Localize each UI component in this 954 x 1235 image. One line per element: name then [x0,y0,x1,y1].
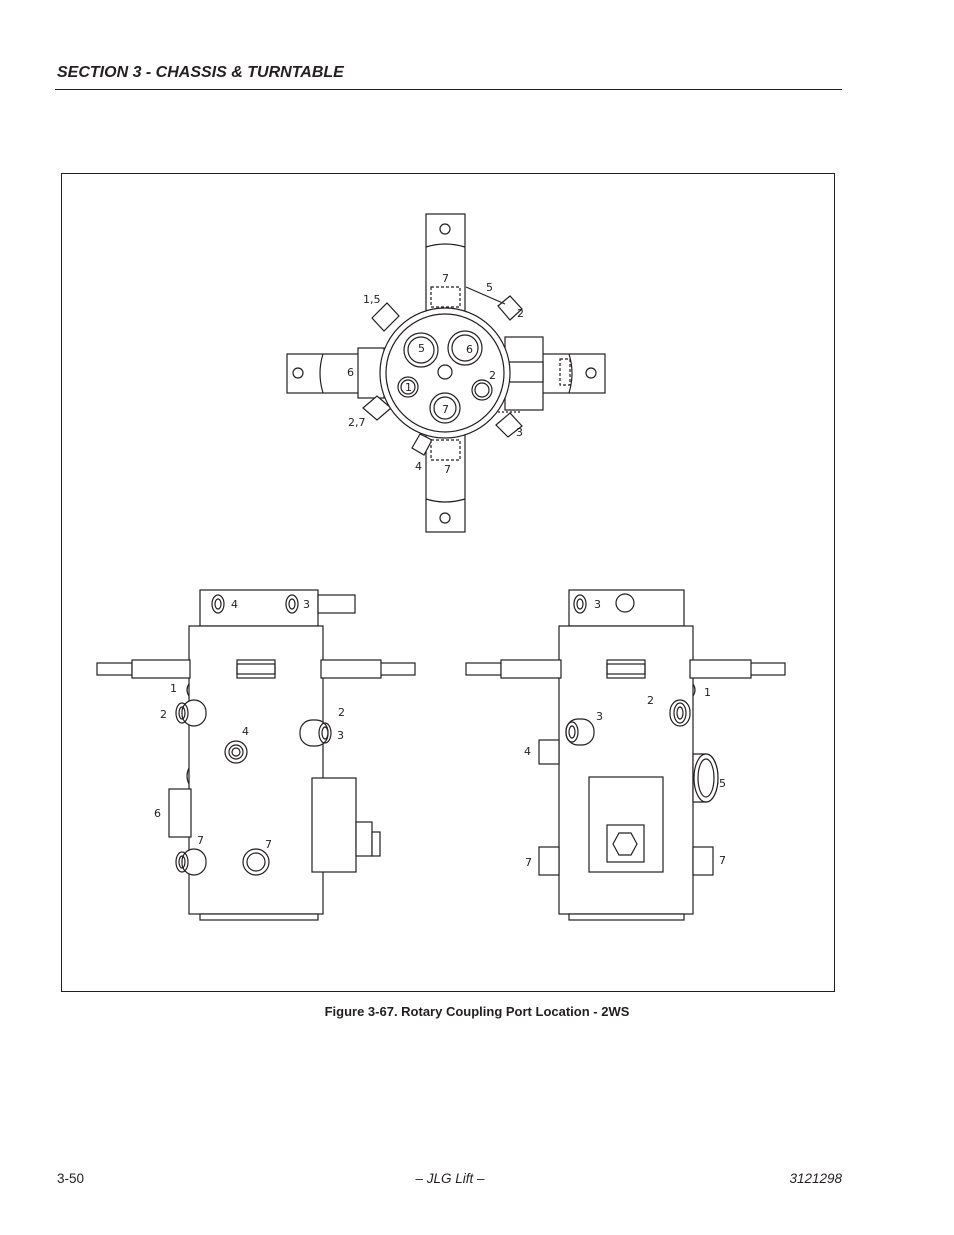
top-label: 5 [486,281,493,294]
left-label: 4 [231,598,238,611]
section-title: SECTION 3 - CHASSIS & TURNTABLE [57,64,344,81]
top-label: 1 [405,381,412,394]
port-labels: 7 5 1,5 2 6 5 6 2 1 7 2,7 3 4 7 4 3 1 2 … [154,272,726,869]
top-label: 5 [418,342,425,355]
left-label: 3 [303,598,310,611]
top-label: 2 [517,307,524,320]
page-number: 3-50 [57,1171,85,1186]
left-label: 3 [337,729,344,742]
figure-frame [61,173,835,992]
right-label: 7 [719,854,726,867]
right-label: 5 [719,777,726,790]
top-label: 4 [415,460,422,473]
left-label: 4 [242,725,249,738]
right-label: 2 [647,694,654,707]
left-label: 7 [197,834,204,847]
top-label: 7 [442,403,449,416]
left-label: 1 [170,682,177,695]
top-label: 6 [466,343,473,356]
top-label: 3 [516,426,523,439]
left-label: 7 [265,838,272,851]
footer-center-text: – JLG Lift – [415,1171,485,1186]
right-label: 3 [594,598,601,611]
figure-caption: Figure 3-67. Rotary Coupling Port Locati… [324,1004,630,1019]
right-label: 4 [524,745,531,758]
document-number: 3121298 [789,1171,842,1186]
top-label: 1,5 [363,293,381,306]
header-rule [55,89,842,90]
left-label: 2 [160,708,167,721]
left-label: 2 [338,706,345,719]
top-label: 2 [489,369,496,382]
top-label: 7 [442,272,449,285]
top-label: 2,7 [348,416,366,429]
top-view [286,213,606,533]
top-label: 7 [444,463,451,476]
right-side-view [465,589,786,921]
left-label: 6 [154,807,161,820]
right-label: 1 [704,686,711,699]
right-label: 7 [525,856,532,869]
left-side-view [96,589,416,921]
right-label: 3 [596,710,603,723]
top-label: 6 [347,366,354,379]
